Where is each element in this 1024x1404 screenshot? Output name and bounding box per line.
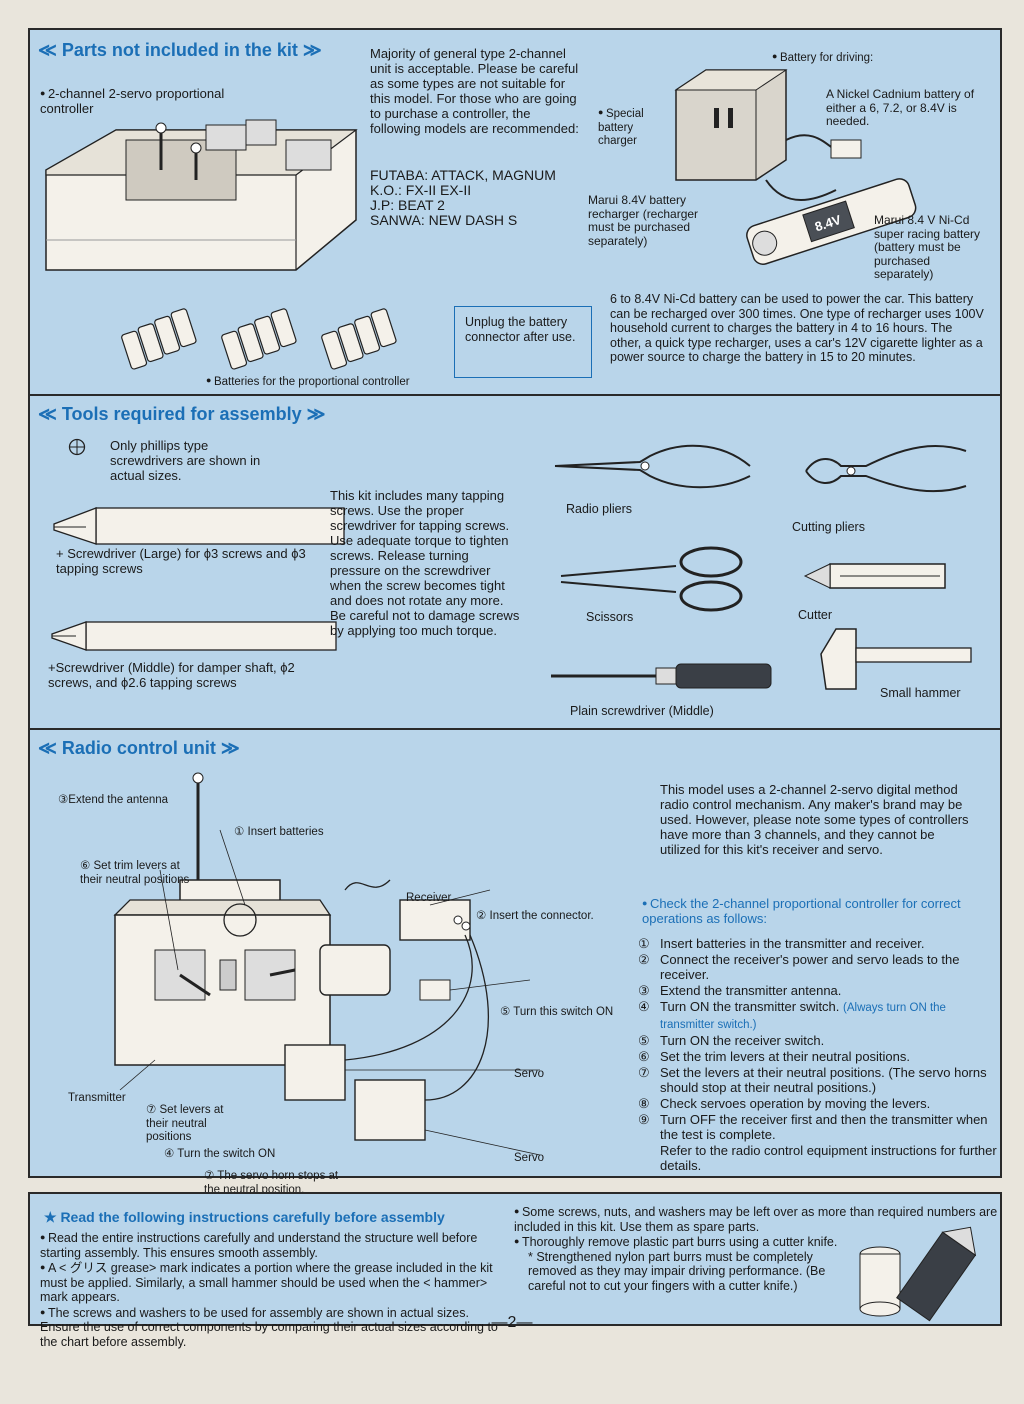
model-item: SANWA: NEW DASH S [370,212,518,228]
step-refer: Refer to the radio control equipment ins… [660,1143,997,1173]
screwdriver-large-illustration [53,507,345,545]
screwdriver-large-caption: + Screwdriver (Large) for ϕ3 screws and … [56,546,306,576]
cutting-pliers-icon [805,445,967,493]
page-number: —2— [491,1314,533,1331]
label-servo-1: Servo [514,1068,545,1080]
step-note: (Always turn ON the transmitter switch.) [660,1002,946,1031]
batteries-label: Batteries for the proportional controlle… [206,374,410,390]
scissors-label: Scissors [586,610,634,624]
notice-item: Read the entire instructions carefully a… [40,1230,510,1260]
radio-panel: ≪ Radio control unit ≫ [28,728,1002,1196]
notice-panel: ★ Read the following instructions carefu… [28,1192,1002,1349]
notice-right: Some screws, nuts, and washers may be le… [514,1204,1000,1293]
label-insert-connector: ② Insert the connector. [476,910,594,922]
notice-heading: ★ Read the following instructions carefu… [44,1209,445,1225]
model-item: FUTABA: ATTACK, MAGNUM [370,167,556,183]
nylon-note: * Strengthened nylon part burrs must be … [528,1249,826,1293]
screwdriver-middle-illustration [51,621,337,651]
notice-item: The screws and washers to be used for as… [40,1305,510,1350]
cutter-knife-illustration [859,1226,977,1322]
controller-label: 2-channel 2-servo proportional controlle… [40,86,270,116]
notice-item: A < グリス grease> mark indicates a portion… [40,1260,510,1305]
controller-illustration [45,119,358,271]
notice-item: Thoroughly remove plastic part burrs usi… [514,1234,844,1250]
label-transmitter: Transmitter [68,1092,126,1104]
cutter-icon [803,563,946,589]
model-item: K.O.: FX-II EX-II [370,182,472,198]
models-list: FUTABA: ATTACK, MAGNUM K.O.: FX-II EX-II… [370,168,630,228]
model-item: J.P: BEAT 2 [370,197,445,213]
label-set-trim: ⑥ Set trim levers at their neutral posit… [80,860,190,886]
torque-text: This kit includes many tapping screws. U… [330,488,520,638]
scissors-icon [560,546,743,612]
label-turn-the-switch: ④ Turn the switch ON [164,1148,276,1160]
cutting-pliers-label: Cutting pliers [792,520,865,534]
tools-heading: ≪ Tools required for assembly ≫ [38,404,326,424]
small-hammer-label: Small hammer [880,686,961,700]
recharger-text: Marui 8.4V battery recharger (recharger … [588,193,699,248]
label-extend-antenna: ③Extend the antenna [58,794,169,806]
check-heading: Check the 2-channel proportional control… [642,896,982,926]
small-hammer-icon [820,628,972,690]
charger-label: Special battery charger [598,106,662,149]
battery-driving-label: Battery for driving: [772,50,873,66]
unplug-note: Unplug the battery connector after use. [454,306,592,378]
phillips-plus-icon [68,438,86,456]
radio-pliers-icon [554,444,751,489]
nicd-info: 6 to 8.4V Ni-Cd battery can be used to p… [610,292,984,364]
notice-left: Read the entire instructions carefully a… [40,1230,510,1349]
screwdriver-middle-caption: +Screwdriver (Middle) for damper shaft, … [48,660,295,690]
phillips-note: Only phillips type screwdrivers are show… [110,438,261,483]
label-receiver: Receiver [406,892,452,904]
label-insert-batteries: ① Insert batteries [234,826,324,838]
radio-setup-diagram [113,772,541,1156]
label-turn-switch-on: ⑤ Turn this switch ON [500,1006,614,1018]
plain-screwdriver-label: Plain screwdriver (Middle) [570,704,714,718]
general-text: Majority of general type 2-channel unit … [370,46,579,136]
label-servo-2: Servo [514,1152,545,1164]
radio-pliers-label: Radio pliers [566,502,633,516]
tools-panel: ≪ Tools required for assembly ≫ Only phi… [28,394,1002,730]
label-set-levers: ⑦ Set levers at their neutral positions [146,1104,224,1143]
radio-heading: ≪ Radio control unit ≫ [38,738,240,758]
aa-batteries-illustration [121,308,397,370]
notice-item: Some screws, nuts, and washers may be le… [514,1204,1000,1234]
nicad-text: A Nickel Cadnium battery of either a 6, … [826,87,975,128]
parts-panel: ≪ Parts not included in the kit ≫ 2-chan… [28,28,1002,396]
charger-battery-illustration: 8.4V [674,69,917,265]
radio-intro: This model uses a 2-channel 2-servo digi… [660,782,969,857]
racing-battery-text: Marui 8.4 V Ni-Cd super racing battery (… [874,213,981,281]
parts-heading: ≪ Parts not included in the kit ≫ [38,40,322,60]
plain-screwdriver-icon [551,663,772,689]
cutter-label: Cutter [798,608,833,622]
